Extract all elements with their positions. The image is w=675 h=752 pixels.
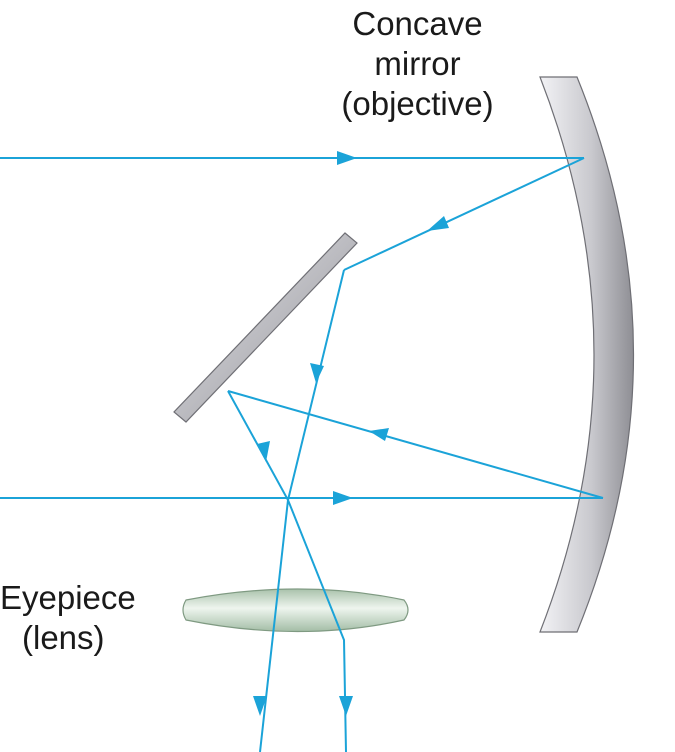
- upper-reflected-ray: [343, 157, 585, 271]
- mirror-label-line-3: (objective): [341, 85, 494, 122]
- eyepiece-label-line-1: Eyepiece: [0, 579, 136, 616]
- lower-diverted-ray: [227, 390, 347, 752]
- arrow-lower-reflected: [369, 428, 389, 441]
- arrow-output-left: [253, 696, 267, 716]
- lower-reflected-ray: [227, 390, 604, 499]
- arrow-upper-diverted: [310, 363, 324, 383]
- arrow-lower-diverted: [257, 441, 270, 462]
- light-rays: [0, 157, 604, 752]
- arrow-upper-incoming: [337, 151, 357, 165]
- arrow-output-right: [339, 696, 353, 716]
- eyepiece-lens: [182, 588, 409, 633]
- eyepiece-label-line-2: (lens): [22, 619, 105, 656]
- arrow-lower-incoming: [333, 491, 353, 505]
- concave-mirror-label: Concave mirror (objective): [300, 4, 535, 124]
- mirror-label-line-1: Concave: [352, 5, 483, 42]
- eyepiece-label: Eyepiece (lens): [0, 578, 160, 658]
- diagonal-flat-mirror: [173, 232, 358, 423]
- concave-mirror: [539, 76, 635, 633]
- mirror-label-line-2: mirror: [374, 45, 461, 82]
- arrow-upper-reflected: [427, 216, 449, 231]
- upper-diverted-ray: [259, 269, 345, 752]
- ray-arrows: [253, 151, 449, 716]
